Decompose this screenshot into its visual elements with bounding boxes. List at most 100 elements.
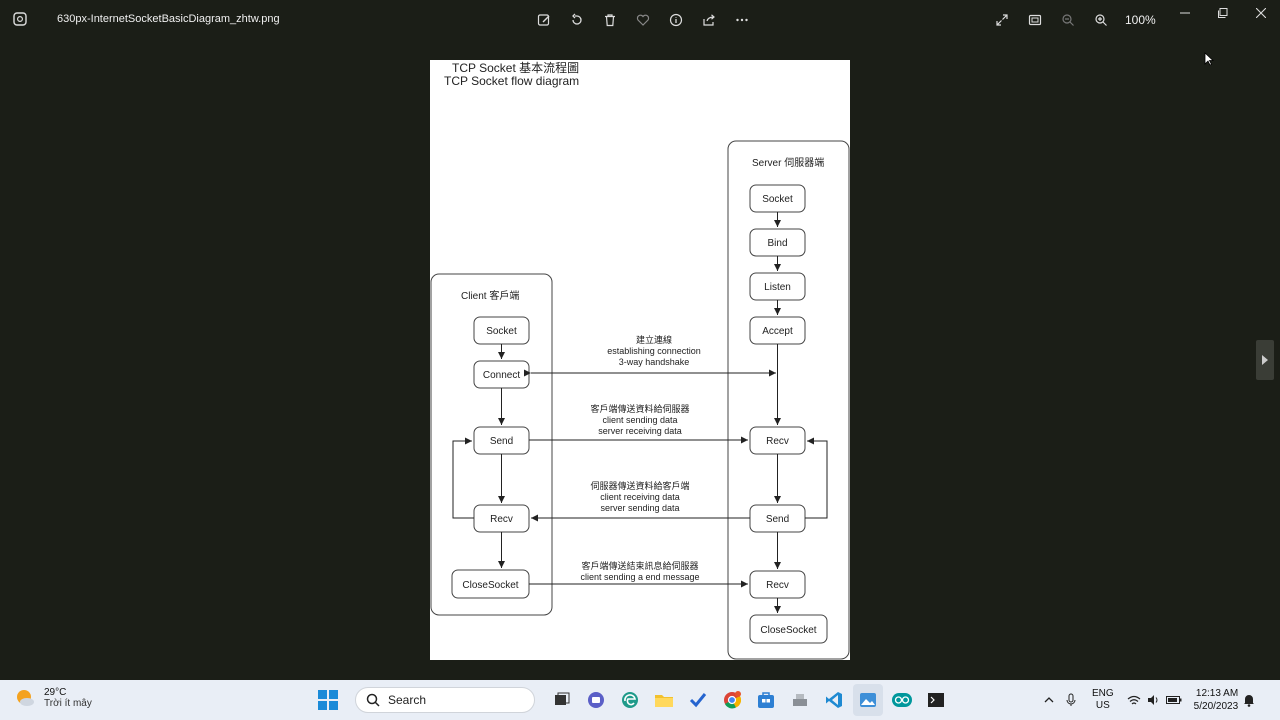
favorite-icon[interactable]: [626, 8, 659, 32]
server-send-node: Send: [749, 504, 806, 533]
terminal-icon[interactable]: [921, 684, 951, 716]
svg-text:Send: Send: [766, 514, 789, 525]
svg-text:CloseSocket: CloseSocket: [462, 580, 518, 591]
clock-time: 12:13 AM: [1195, 688, 1239, 699]
tcp-socket-diagram: TCP Socket 基本流程圖 TCP Socket flow diagram…: [430, 60, 850, 660]
server-label: Server 伺服器端: [752, 156, 824, 169]
search-placeholder: Search: [388, 693, 427, 707]
photos-app-icon: [10, 9, 30, 29]
window-title: 630px-InternetSocketBasicDiagram_zhtw.pn…: [57, 13, 280, 25]
clock[interactable]: 12:13 AM 5/20/2023: [1194, 687, 1239, 713]
microsoft-store-icon[interactable]: [751, 684, 781, 716]
taskbar-apps: Search: [313, 684, 951, 716]
zoom-level[interactable]: 100%: [1125, 13, 1156, 27]
svg-text:Connect: Connect: [483, 370, 520, 381]
info-icon[interactable]: [659, 8, 692, 32]
window-controls: [1166, 4, 1280, 22]
mouse-cursor-icon: [1204, 52, 1215, 71]
server-socket-node: Socket: [749, 184, 806, 213]
arduino-icon[interactable]: [887, 684, 917, 716]
svg-text:establishing connection: establishing connection: [607, 346, 701, 356]
svg-text:Recv: Recv: [766, 436, 789, 447]
windows-logo-icon: [318, 690, 338, 710]
taskbar-search[interactable]: Search: [355, 687, 535, 713]
server-container: [727, 140, 850, 660]
maximize-button[interactable]: [1204, 4, 1242, 22]
network-tool-icon[interactable]: [785, 684, 815, 716]
diagram-title-en: TCP Socket flow diagram: [444, 74, 579, 88]
displayed-image: TCP Socket 基本流程圖 TCP Socket flow diagram…: [430, 60, 850, 660]
client-connect-node: Connect: [473, 360, 530, 389]
next-image-button[interactable]: [1256, 340, 1274, 380]
minimize-button[interactable]: [1166, 4, 1204, 22]
client-flow-arrows: [452, 344, 505, 568]
client-container: [430, 273, 553, 616]
microphone-icon[interactable]: [1060, 684, 1082, 716]
photos-taskbar-icon[interactable]: [853, 684, 883, 716]
share-icon[interactable]: [692, 8, 725, 32]
fullscreen-icon[interactable]: [985, 8, 1018, 32]
client-socket-node: Socket: [473, 316, 530, 345]
delete-icon[interactable]: [593, 8, 626, 32]
svg-text:Socket: Socket: [486, 326, 517, 337]
taskbar: 29°C Trời ít mây Search ENG US: [0, 680, 1280, 720]
client-label: Client 客戶端: [461, 289, 519, 302]
vscode-icon[interactable]: [819, 684, 849, 716]
file-explorer-icon[interactable]: [649, 684, 679, 716]
more-icon[interactable]: [725, 8, 758, 32]
server-accept-node: Accept: [749, 316, 806, 345]
server-listen-node: Listen: [749, 272, 806, 301]
search-icon: [366, 693, 380, 707]
svg-text:client sending a end message: client sending a end message: [580, 572, 699, 582]
input-language[interactable]: ENG US: [1092, 688, 1114, 712]
svg-text:客戶端傳送資料給伺服器: 客戶端傳送資料給伺服器: [590, 403, 689, 414]
todo-icon[interactable]: [683, 684, 713, 716]
server-closesocket-node: CloseSocket: [749, 614, 828, 644]
teams-chat-icon[interactable]: [581, 684, 611, 716]
wifi-icon[interactable]: [1124, 684, 1144, 716]
task-view-icon[interactable]: [547, 684, 577, 716]
svg-text:client receiving data: client receiving data: [600, 492, 680, 502]
diagram-title-zh: TCP Socket 基本流程圖: [452, 60, 579, 75]
svg-text:Recv: Recv: [766, 580, 789, 591]
edit-icon[interactable]: [527, 8, 560, 32]
edge-browser-icon[interactable]: [615, 684, 645, 716]
svg-text:伺服器傳送資料給客戶端: 伺服器傳送資料給客戶端: [590, 480, 689, 491]
svg-text:3-way handshake: 3-way handshake: [619, 357, 690, 367]
partly-cloudy-icon: [17, 690, 34, 706]
close-button[interactable]: [1242, 4, 1280, 22]
svg-text:server receiving data: server receiving data: [598, 426, 682, 436]
client-send-node: Send: [473, 426, 530, 455]
chrome-icon[interactable]: [717, 684, 747, 716]
fit-icon[interactable]: [1018, 8, 1051, 32]
notification-bell-icon[interactable]: [1238, 684, 1260, 716]
title-bar: 630px-InternetSocketBasicDiagram_zhtw.pn…: [0, 0, 1280, 40]
weather-temperature: 29°C: [44, 687, 67, 698]
svg-text:Accept: Accept: [762, 326, 793, 337]
server-bind-node: Bind: [749, 228, 806, 257]
connection-arrows: [524, 369, 776, 588]
zoom-in-icon[interactable]: [1084, 8, 1117, 32]
svg-text:client sending data: client sending data: [602, 415, 677, 425]
volume-icon[interactable]: [1144, 684, 1164, 716]
client-recv-node: Recv: [473, 504, 530, 533]
start-button[interactable]: [313, 684, 343, 716]
image-toolbar: [527, 8, 758, 32]
server-recv-final-node: Recv: [749, 570, 806, 599]
svg-text:server sending data: server sending data: [600, 503, 679, 513]
zoom-out-icon[interactable]: [1051, 8, 1084, 32]
chevron-right-icon: [1262, 355, 1268, 365]
weather-widget[interactable]: 29°C Trời ít mây: [14, 687, 92, 709]
client-closesocket-node: CloseSocket: [451, 569, 530, 599]
rotate-icon[interactable]: [560, 8, 593, 32]
battery-icon[interactable]: [1164, 684, 1184, 716]
server-flow-arrows: [774, 212, 828, 613]
clock-date: 5/20/2023: [1193, 701, 1239, 712]
server-recv-node: Recv: [749, 426, 806, 455]
svg-text:Socket: Socket: [762, 194, 793, 205]
svg-text:建立連線: 建立連線: [636, 334, 672, 345]
view-tools: 100%: [985, 8, 1165, 32]
svg-text:Recv: Recv: [490, 514, 513, 525]
arrow-labels: 建立連線 establishing connection 3-way hands…: [580, 334, 700, 582]
chevron-up-icon[interactable]: [1038, 684, 1060, 716]
